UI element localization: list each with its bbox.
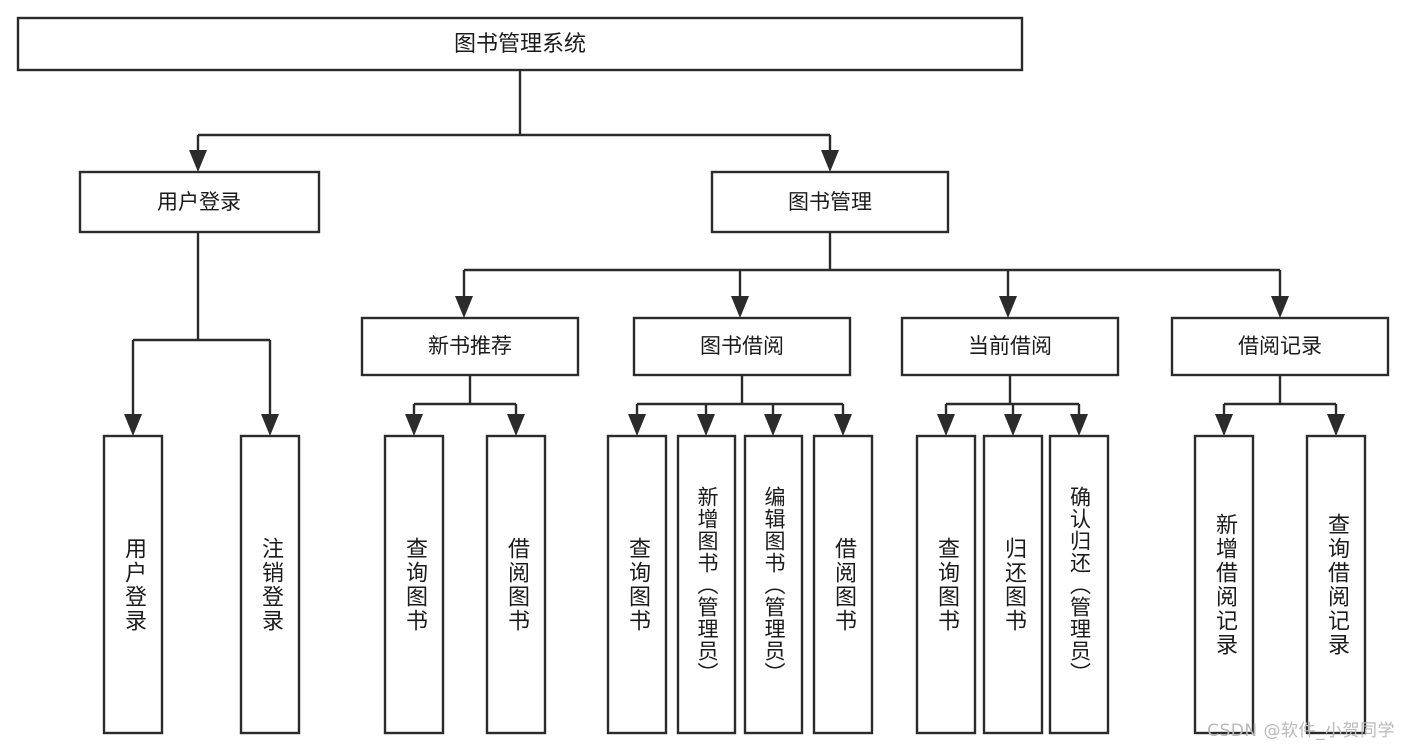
arrow-head-book-manage <box>821 150 839 172</box>
leaf-box-newbook-query-book[interactable] <box>383 434 445 735</box>
leaf-box-newbook-borrow-book[interactable] <box>485 434 547 735</box>
connector-newbook-to-leaves <box>405 375 525 436</box>
leaf-box-currentborrow-return-book[interactable] <box>982 434 1044 735</box>
leaf-box-borrowrecord-add-record[interactable] <box>1193 434 1255 735</box>
arrow-head-bookborrow-leaf-4 <box>834 414 852 436</box>
leaf-box-bookborrow-add-book[interactable] <box>676 434 737 735</box>
node-root-label: 图书管理系统 <box>454 32 586 57</box>
arrow-head-current-borrow <box>999 296 1017 318</box>
leaf-box-currentborrow-confirm-return[interactable] <box>1048 434 1110 735</box>
leaf-box-bookborrow-borrow-book[interactable] <box>812 434 874 735</box>
arrow-head-currentborrow-leaf-3 <box>1070 414 1088 436</box>
csdn-watermark: CSDN @软件_小贺同学 <box>1207 721 1395 741</box>
node-root-book-management-system[interactable] <box>16 16 1024 72</box>
arrow-head-new-book <box>455 296 473 318</box>
node-book-borrow-label: 图书借阅 <box>700 334 784 358</box>
leaf-box-user-login[interactable] <box>102 434 164 735</box>
node-book-borrow[interactable] <box>632 316 852 377</box>
node-new-book-recommend-label: 新书推荐 <box>428 334 512 358</box>
connector-userlogin-to-leaves <box>124 232 279 436</box>
arrow-head-currentborrow-leaf-1 <box>937 414 955 436</box>
node-user-login[interactable] <box>78 170 321 234</box>
arrow-head-borrow-record <box>1271 296 1289 318</box>
connector-bookborrow-to-leaves <box>628 375 852 436</box>
leaf-box-bookborrow-edit-book[interactable] <box>743 434 804 735</box>
leaf-box-borrowrecord-query-record[interactable] <box>1305 434 1367 735</box>
arrow-head-bookborrow-leaf-3 <box>764 414 782 436</box>
arrow-head-borrowrecord-leaf-1 <box>1215 414 1233 436</box>
node-borrow-record[interactable] <box>1170 316 1390 377</box>
node-book-management-label: 图书管理 <box>788 190 872 214</box>
node-current-borrow[interactable] <box>900 316 1120 377</box>
arrow-head-book-borrow <box>731 296 749 318</box>
connector-borrowrecord-to-leaves <box>1215 375 1345 436</box>
connector-currentborrow-to-leaves <box>937 375 1088 436</box>
node-user-login-label: 用户登录 <box>157 190 241 214</box>
arrow-head-bookborrow-leaf-2 <box>697 414 715 436</box>
arrow-head-leaf-logout <box>261 414 279 436</box>
leaf-box-logout[interactable] <box>239 434 301 735</box>
arrow-head-borrowrecord-leaf-2 <box>1327 414 1345 436</box>
connector-root-to-level2 <box>189 70 839 172</box>
leaf-box-bookborrow-query-book[interactable] <box>606 434 668 735</box>
node-book-management[interactable] <box>710 170 950 234</box>
arrow-head-currentborrow-leaf-2 <box>1004 414 1022 436</box>
arrow-head-newbook-leaf-2 <box>507 414 525 436</box>
node-new-book-recommend[interactable] <box>360 316 580 377</box>
leaf-box-currentborrow-query-book[interactable] <box>915 434 977 735</box>
node-current-borrow-label: 当前借阅 <box>968 334 1052 358</box>
arrow-head-bookborrow-leaf-1 <box>628 414 646 436</box>
node-borrow-record-label: 借阅记录 <box>1238 334 1322 358</box>
arrow-head-leaf-user-login <box>124 414 142 436</box>
connector-bookmanage-to-level3 <box>455 232 1289 318</box>
arrow-head-user-login <box>189 150 207 172</box>
arrow-head-newbook-leaf-1 <box>405 414 423 436</box>
